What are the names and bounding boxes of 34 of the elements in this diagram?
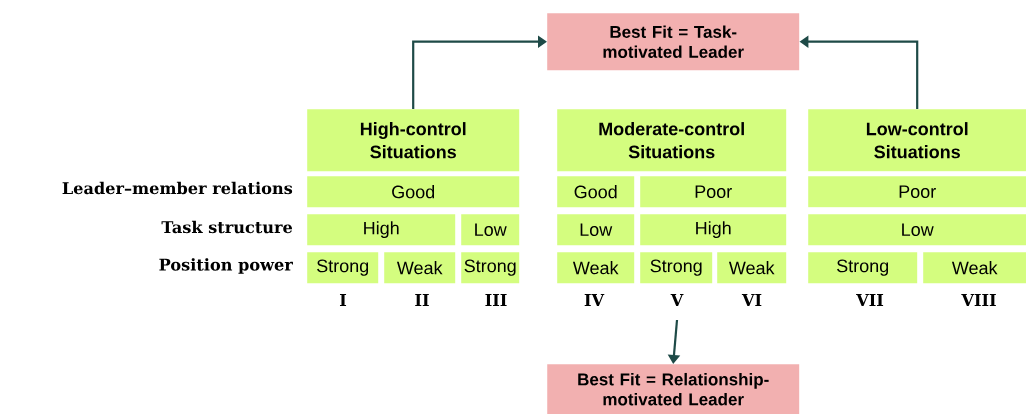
table-cell: Low: [557, 214, 635, 246]
table-cell: High: [307, 214, 456, 246]
table-cell: Poor: [640, 176, 787, 208]
situation-header-box: High-control Situations: [307, 109, 520, 172]
table-cell: Strong: [808, 252, 918, 284]
roman-numeral: IV: [584, 294, 605, 306]
table-cell: Low: [461, 214, 520, 246]
roman-numeral: VIII: [961, 294, 996, 306]
situation-header-box: Low-control Situations: [808, 109, 1026, 172]
result-box: Best Fit = Task-motivated Leader: [547, 13, 800, 71]
row-label: Leader–member relations: [62, 181, 293, 195]
table-cell: Poor: [808, 176, 1026, 208]
table-cell: Good: [307, 176, 520, 208]
table-cell: High: [640, 214, 787, 246]
roman-numeral: III: [485, 294, 507, 306]
roman-numeral: VII: [856, 294, 884, 306]
result-box: Best Fit = Relationship-motivated Leader: [547, 364, 800, 414]
arrow: [412, 35, 547, 109]
row-label: Position power: [159, 258, 293, 274]
roman-numeral: VI: [741, 294, 762, 306]
table-cell: Strong: [307, 252, 379, 284]
row-label: Task structure: [161, 220, 293, 234]
roman-numeral: II: [415, 294, 429, 306]
table-cell: Low: [808, 214, 1026, 246]
table-cell: Weak: [384, 252, 456, 284]
table-cell: Weak: [557, 252, 635, 284]
table-cell: Strong: [640, 252, 713, 284]
table-cell: Good: [557, 176, 635, 208]
situation-header-box: Moderate-control Situations: [557, 109, 787, 172]
roman-numeral: V: [670, 294, 684, 306]
table-cell: Weak: [923, 252, 1026, 284]
table-cell: Weak: [717, 252, 787, 284]
table-cell: Strong: [461, 252, 520, 284]
roman-numeral: I: [340, 294, 347, 306]
